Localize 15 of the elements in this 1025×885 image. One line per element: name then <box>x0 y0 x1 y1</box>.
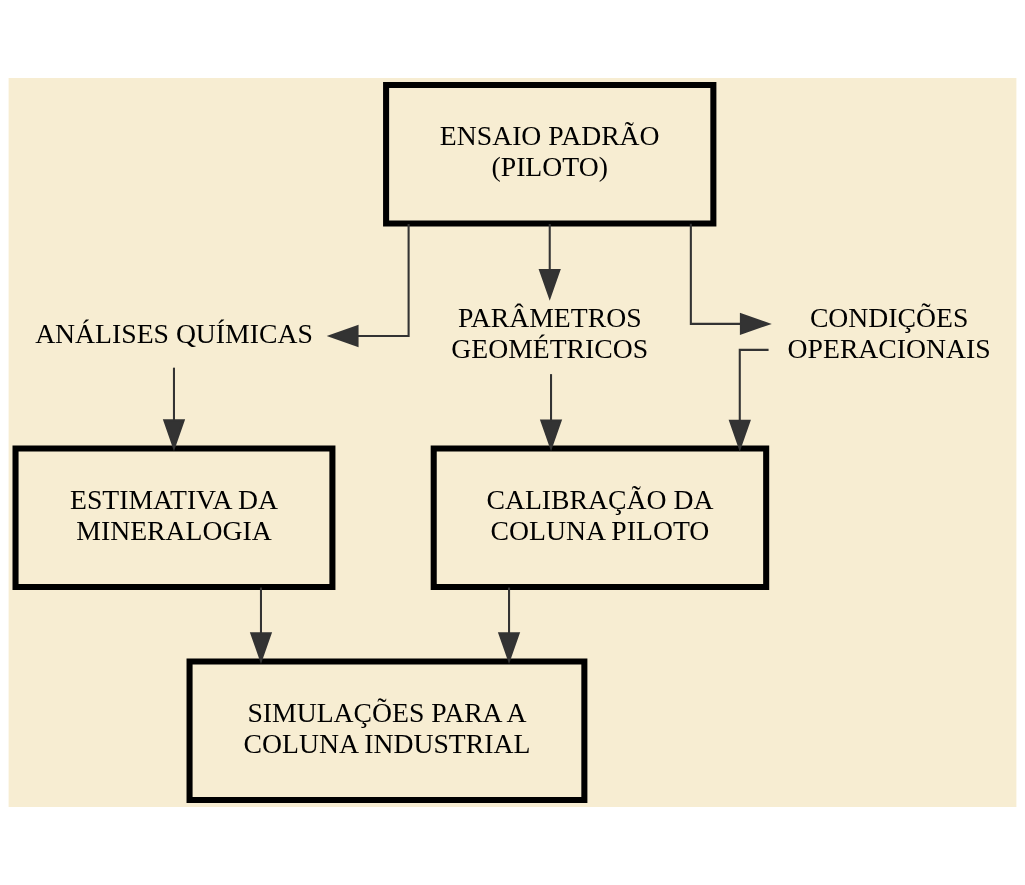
arrow <box>497 587 521 665</box>
arrow <box>728 348 769 452</box>
arrow <box>162 367 186 452</box>
node-box: ENSAIO PADRÃO (PILOTO) <box>383 81 717 227</box>
arrow <box>539 374 563 452</box>
node-box: ESTIMATIVA DA MINERALOGIA <box>12 445 336 591</box>
arrow <box>538 223 561 301</box>
arrow <box>326 223 410 348</box>
node-box: SIMULAÇÕES PARA A COLUNA INDUSTRIAL <box>186 658 588 804</box>
arrow <box>249 587 273 665</box>
node-text: CONDIÇÕES OPERACIONAIS <box>787 302 991 365</box>
node-box: CALIBRAÇÃO DA COLUNA PILOTO <box>430 445 770 591</box>
arrow <box>689 223 772 336</box>
node-text: PARÂMETROS GEOMÉTRICOS <box>451 302 649 365</box>
node-text: ANÁLISES QUÍMICAS <box>35 317 313 349</box>
